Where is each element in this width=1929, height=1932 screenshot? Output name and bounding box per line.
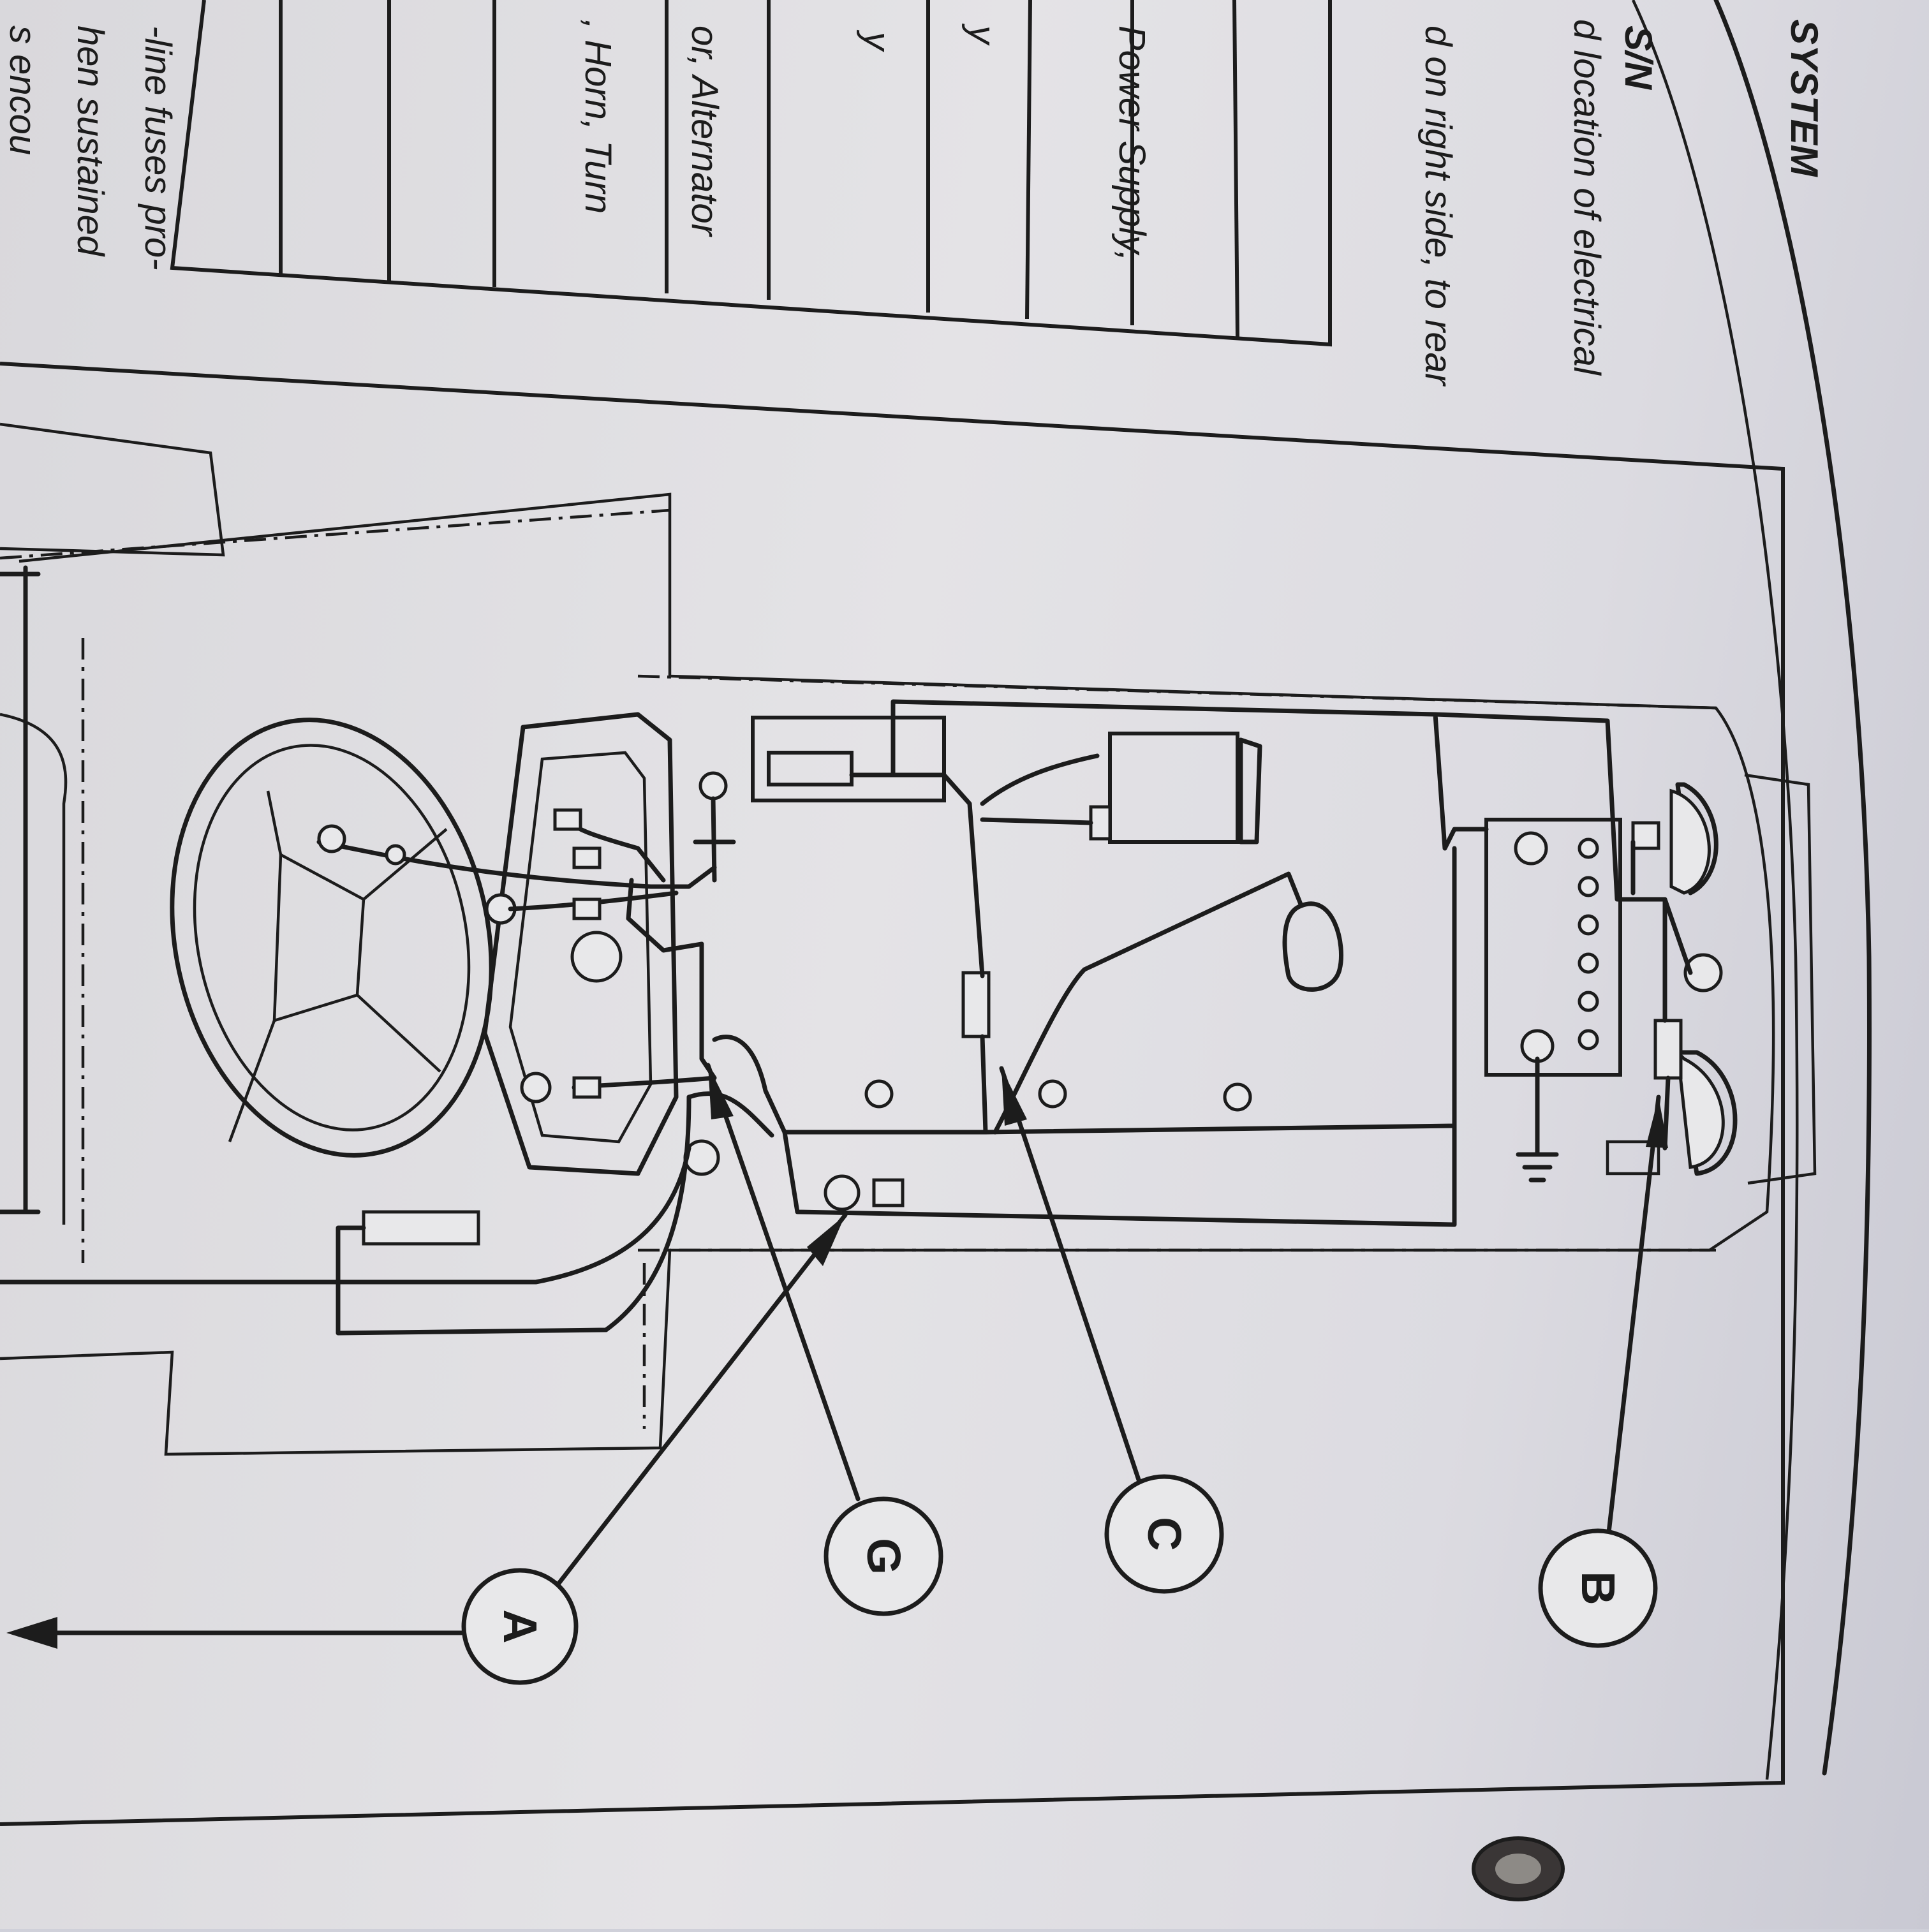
svg-text:A: A [494,1609,547,1643]
page-edge-curve-inner [1631,0,1799,1780]
headlights [1631,782,1738,1176]
arrow-head-icon [6,1617,57,1649]
intro-text-line1: d location of electrical [1566,19,1607,376]
connector-a [824,1174,861,1211]
relay-box [751,716,946,802]
callout-g: G [824,1496,943,1616]
paragraph-line3: s encou [2,26,43,155]
svg-text:G: G [857,1538,910,1575]
rear-connector [362,1210,480,1246]
svg-text:B: B [1572,1571,1625,1605]
battery [1484,818,1622,1183]
arrow-head-icon [1001,1068,1027,1126]
table-row-alternator: or, Alternator [684,26,725,238]
fuse-table: Power Supply, y y or, Alternator , Horn,… [170,0,1332,347]
connector-a2 [872,1178,905,1207]
steering-wheel [170,718,494,1158]
paragraph-line1: -line fuses pro- [137,26,179,270]
mount-hole [1038,1079,1067,1109]
mount-hole [864,1079,894,1109]
mount-hole [698,771,728,800]
svg-text:C: C [1138,1517,1191,1551]
in-line-fuse-b [1653,1019,1683,1080]
arrow-head-icon [708,1065,734,1119]
table-row-power-supply: Power Supply, [1111,26,1153,262]
paragraph-line2: hen sustained [70,26,111,257]
horn [1282,901,1343,992]
alternator [1089,732,1262,844]
table-row-3: y [856,29,898,52]
arrow-head-icon [807,1215,845,1266]
section-title: SYSTEM [1783,19,1826,178]
arrow-head-icon [1646,1097,1668,1148]
callout-b: B [1538,1528,1658,1648]
callout-arrows [6,1063,1668,1649]
callout-a: A [461,1568,579,1685]
intro-text-line2: d on right side, to rear [1417,26,1459,387]
page-edge-curve [1713,0,1872,1776]
dash-panel [482,712,679,1176]
ground-lug [1606,1140,1660,1176]
in-line-fuse-c [961,971,991,1038]
mount-hole [1223,1082,1252,1112]
table-row-2: y [961,23,1003,46]
diagram-frame [0,362,1785,1826]
table-row-horn-turn: , Horn, Turn [577,19,619,214]
binder-ring-icon [1472,1836,1565,1901]
subheading: S/N [1617,26,1660,91]
mount-hole [683,1139,720,1176]
tractor-outline [0,422,1817,1456]
callout-c: C [1104,1474,1224,1594]
wiring-harness [0,565,1693,1336]
